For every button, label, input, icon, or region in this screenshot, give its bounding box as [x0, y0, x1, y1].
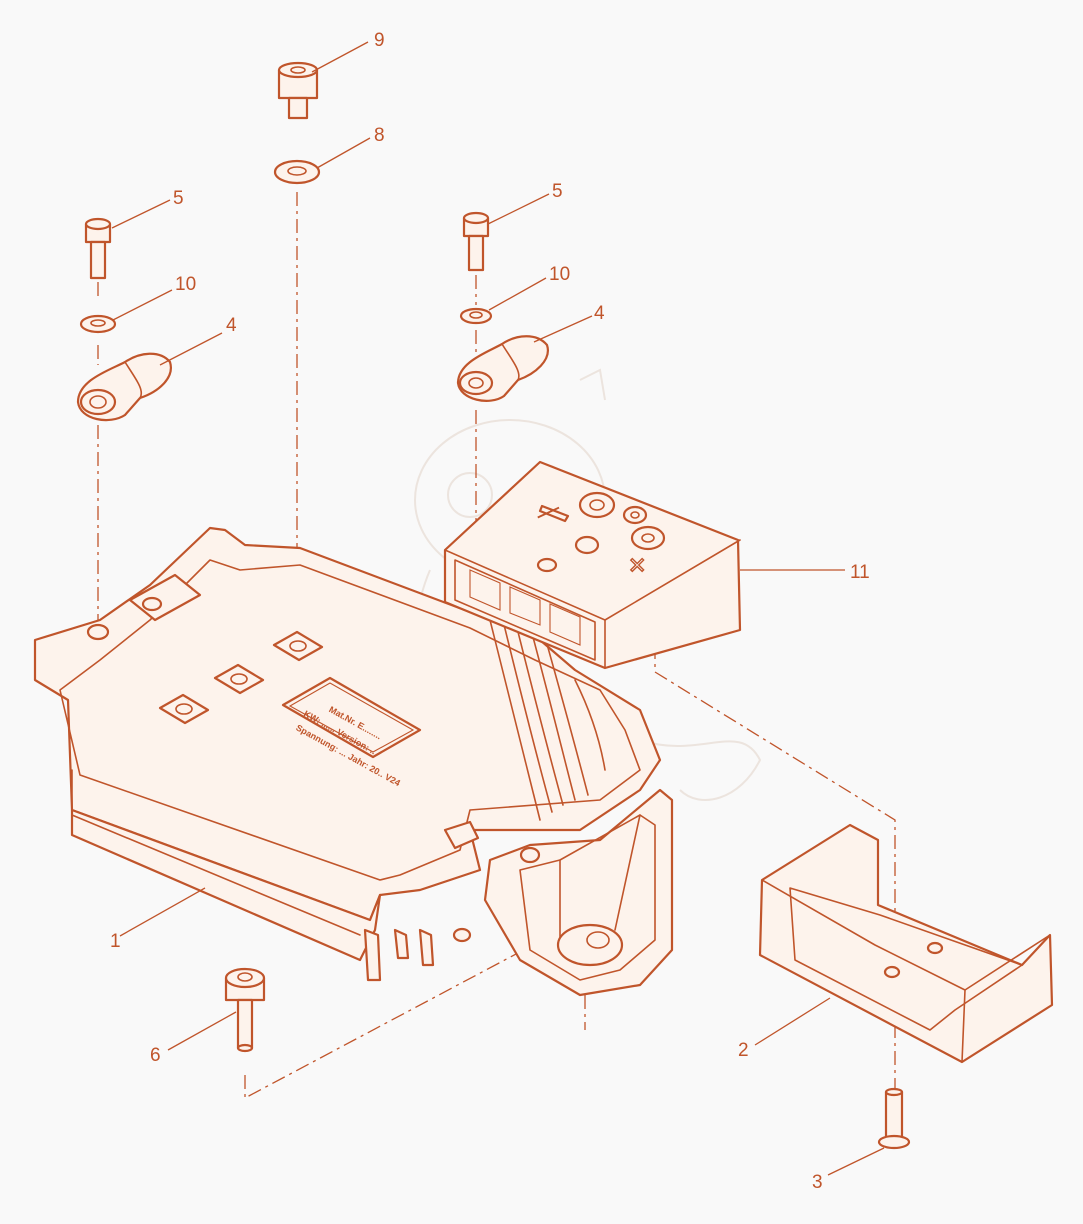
- callout-10-right: 10: [549, 264, 570, 285]
- part-4-cable-clamp-left: [76, 352, 172, 422]
- callout-numbers: 1 2 3 4 4 5 5 6 8 9 10 10 11: [110, 30, 870, 1193]
- part-2-mounting-bracket: [758, 823, 1054, 1064]
- callout-3: 3: [812, 1172, 823, 1193]
- part-5-screw-right: [462, 211, 490, 272]
- callout-4-left: 4: [226, 315, 237, 336]
- part-4-cable-clamp-right: [456, 335, 549, 402]
- part-6-torx-screw: [224, 967, 266, 1053]
- callout-9: 9: [374, 30, 385, 51]
- callout-4-right: 4: [594, 303, 605, 324]
- plus-mark: ✕: [628, 554, 646, 579]
- part-11-battery-connector: ✕: [443, 460, 742, 670]
- callout-10-left: 10: [175, 274, 196, 295]
- part-5-screw-left: [84, 217, 112, 280]
- callout-2: 2: [738, 1040, 749, 1061]
- part-9-socket-screw: [277, 61, 319, 120]
- part-10-washer-left: [79, 314, 117, 334]
- callout-6: 6: [150, 1045, 161, 1066]
- callout-5-left: 5: [173, 188, 184, 209]
- callout-8: 8: [374, 125, 385, 146]
- callout-11: 11: [850, 562, 870, 583]
- part-8-washer: [273, 159, 321, 185]
- part-3-bracket-screw: [877, 1087, 911, 1150]
- callout-1: 1: [110, 931, 121, 952]
- part-10-washer-right: [459, 307, 493, 325]
- callout-5-right: 5: [552, 181, 563, 202]
- leader-lines: [111, 41, 885, 1176]
